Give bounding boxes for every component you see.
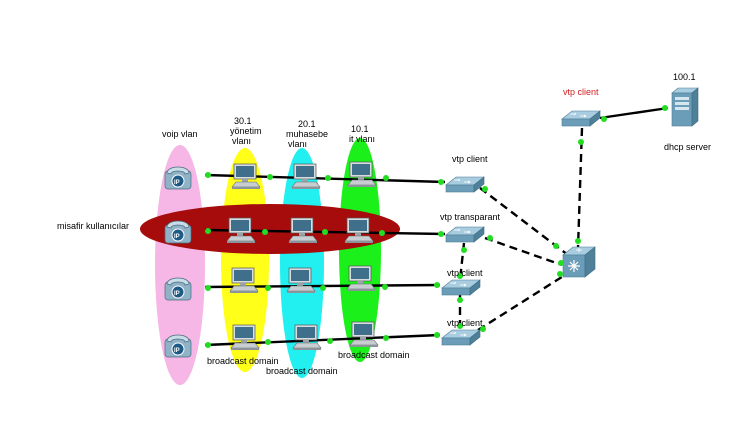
it-vlan-line2: it vlanı [349,134,375,144]
server-ip-label: 100.1 [673,72,696,82]
phone-badge: IP [174,348,180,354]
switch-icon[interactable] [441,329,481,346]
pc-icon[interactable] [230,324,260,351]
voip-vlan-label: voip vlan [162,129,198,139]
switch-icon[interactable] [445,226,485,243]
switch-2-label: vtp transparant [440,212,501,222]
trunk-s2-mls [484,236,563,267]
trunk-s4-mls [477,273,566,332]
misafir-ellipse [140,204,400,254]
pc-icon[interactable] [346,265,376,292]
pc-icon[interactable] [349,321,379,348]
muhasebe-vlan-line3: vlanı [288,139,307,149]
it-vlan-line1: 10.1 [351,124,369,134]
switch-1-label: vtp client [452,154,488,164]
broadcast-domain-label-3: broadcast domain [338,350,410,360]
pc-icon[interactable] [229,267,259,294]
trunk-s1-mls [479,187,569,256]
link-dots [205,105,668,348]
pc-icon[interactable] [286,267,316,294]
trunk-top-mls [576,127,584,249]
yonetim-vlan-line1: 30.1 [234,116,252,126]
pc-icon[interactable] [292,324,322,351]
voip-vlan-ellipse [155,145,205,385]
misafir-label: misafir kullanıcılar [57,221,129,231]
it-vlan-ellipse [339,138,381,362]
link-top-server [599,106,669,120]
pc-icon[interactable] [231,163,261,190]
switch-4-label: vtp client [447,318,483,328]
yonetim-vlan-line2: yönetim [230,126,262,136]
muhasebe-vlan-line1: 20.1 [298,119,316,129]
pc-icon[interactable] [291,163,321,190]
switch-icon[interactable] [441,279,481,296]
phone-badge: IP [174,234,180,240]
server-icon[interactable] [671,87,699,127]
yonetim-vlan-ellipse [221,148,269,372]
pc-icon[interactable] [347,161,377,188]
pc-icon[interactable] [226,217,256,244]
switch-icon[interactable] [445,176,485,193]
server-label: dhcp server [664,142,711,152]
phone-badge: IP [174,180,180,186]
broadcast-domain-label-1: broadcast domain [207,356,279,366]
yonetim-vlan-line3: vlanı [232,136,251,146]
switch-icon[interactable] [561,110,601,127]
pc-icon[interactable] [288,217,318,244]
broadcast-domain-label-2: broadcast domain [266,366,338,376]
muhasebe-vlan-line2: muhasebe [286,129,328,139]
phone-badge: IP [174,291,180,297]
multilayer-switch-icon[interactable] [562,246,596,278]
switch-top-label: vtp client [563,87,599,97]
pc-icon[interactable] [344,217,374,244]
switch-3-label: vtp client [447,268,483,278]
